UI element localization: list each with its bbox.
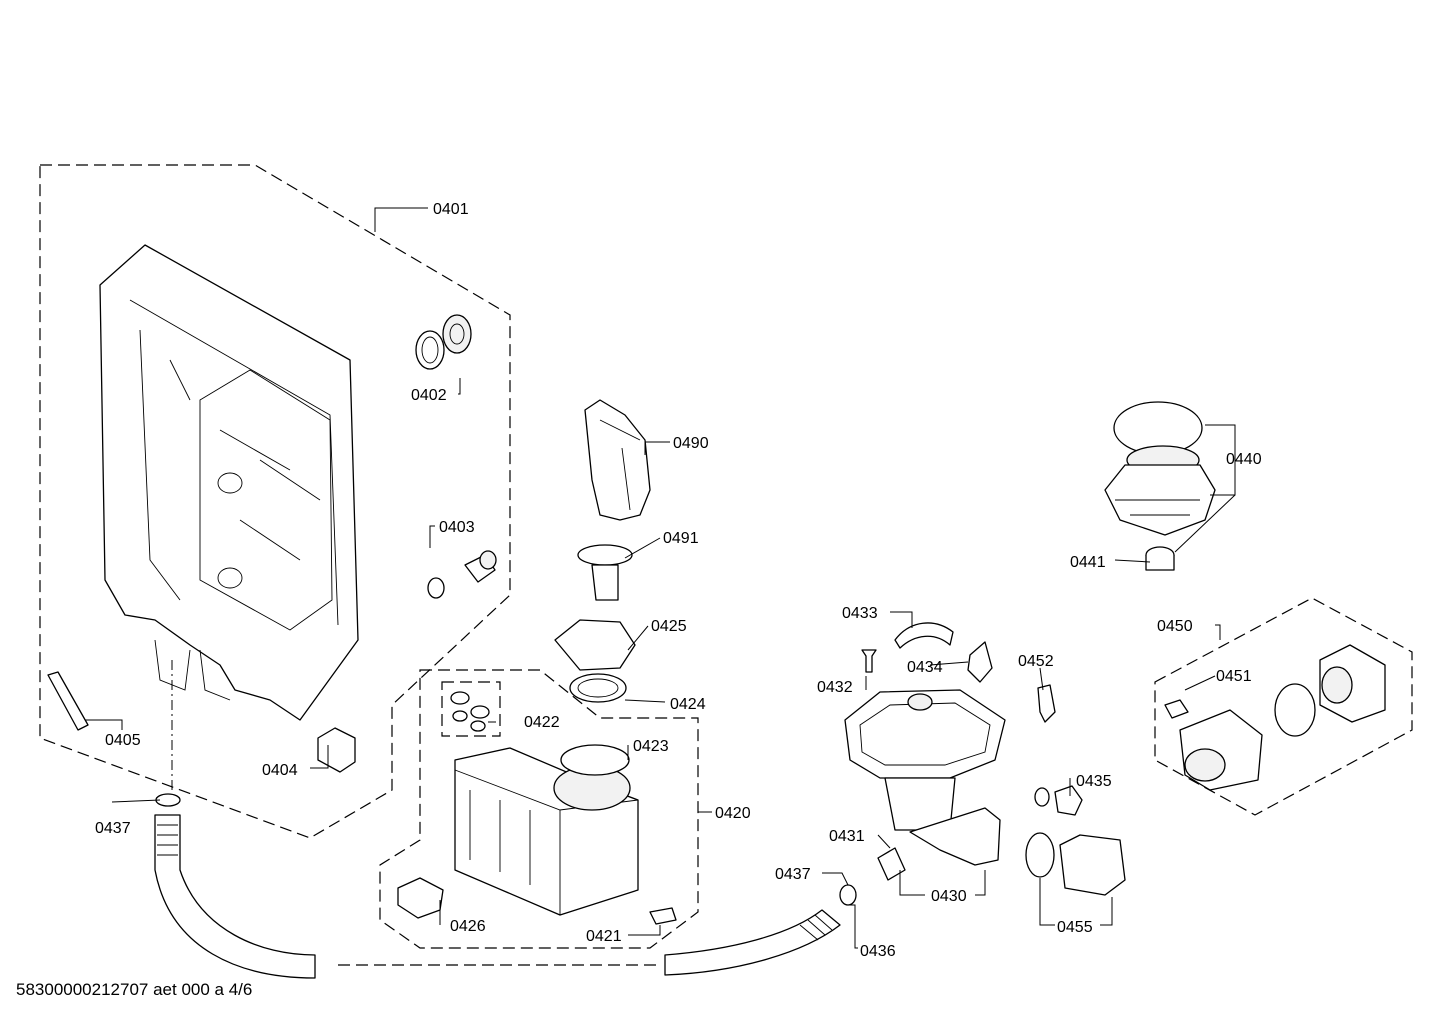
- gasket-0423-part: [560, 744, 630, 776]
- hose-0436-part: [664, 909, 841, 976]
- callout-0423: 0423: [633, 738, 669, 755]
- callout-0436: 0436: [860, 943, 896, 960]
- callout-0491: 0491: [663, 530, 699, 547]
- callout-0435: 0435: [1076, 773, 1112, 790]
- sensor-0404-part: [317, 727, 356, 773]
- ring-0424-part: [569, 673, 627, 703]
- softener-0420-part: [454, 747, 639, 916]
- pump-0455-part: [1059, 834, 1126, 896]
- callout-0402: 0402: [411, 387, 447, 404]
- ring-0402-part: [415, 330, 445, 370]
- clip-0421-part: [649, 907, 677, 925]
- bracket-0433-part: [894, 622, 954, 649]
- drain-hose-part: [154, 814, 316, 979]
- heater-0440-part: [1104, 401, 1216, 536]
- callout-0433: 0433: [842, 605, 878, 622]
- callout-0424: 0424: [670, 696, 706, 713]
- callout-0421: 0421: [586, 928, 622, 945]
- group-0450-outline: [1154, 597, 1413, 816]
- callout-0404: 0404: [262, 762, 298, 779]
- callout-0451: 0451: [1216, 668, 1252, 685]
- clip-0434-part: [967, 641, 993, 683]
- leader-lines: [85, 207, 1236, 949]
- fitting-0431-part: [877, 847, 906, 881]
- base-plate-part: [99, 244, 359, 721]
- callout-0426: 0426: [450, 918, 486, 935]
- callout-0422: 0422: [524, 714, 560, 731]
- oring-0435-part: [1034, 787, 1050, 807]
- callout-0431: 0431: [829, 828, 865, 845]
- sump-0430-part: [844, 689, 1006, 866]
- sensor-0441-part: [1145, 546, 1175, 571]
- callout-0440: 0440: [1226, 451, 1262, 468]
- sensor-0426-part: [397, 877, 444, 919]
- callout-0434: 0434: [907, 659, 943, 676]
- callout-0441: 0441: [1070, 554, 1106, 571]
- callout-0403: 0403: [439, 519, 475, 536]
- screw-0432-part: [861, 649, 877, 673]
- lid-0425-part: [554, 619, 636, 671]
- callout-0452: 0452: [1018, 653, 1054, 670]
- oring-0437-b-part: [839, 884, 857, 906]
- callout-0450: 0450: [1157, 618, 1193, 635]
- callout-0420: 0420: [715, 805, 751, 822]
- valve-0435-part: [1054, 785, 1083, 816]
- group-0420-outline: [379, 669, 699, 949]
- grommets-0422-part: [450, 691, 490, 732]
- callout-0401: 0401: [433, 201, 469, 218]
- callout-0425: 0425: [651, 618, 687, 635]
- cap-0402-part: [442, 314, 472, 354]
- callout-0430: 0430: [931, 888, 967, 905]
- jug-0490-part: [584, 399, 651, 521]
- callout-0490: 0490: [673, 435, 709, 452]
- callout-0437-right: 0437: [775, 866, 811, 883]
- ring-0455-part: [1025, 832, 1055, 878]
- clamp-0451-part: [1164, 699, 1189, 719]
- callout-0437-left: 0437: [95, 820, 131, 837]
- group-0422-outline: [441, 681, 501, 737]
- circulation-pump-0450-part: [1179, 644, 1386, 791]
- callout-0432: 0432: [817, 679, 853, 696]
- clip-0452-part: [1037, 684, 1056, 723]
- valve-0403-part: [427, 550, 497, 599]
- callout-0455: 0455: [1057, 919, 1093, 936]
- callout-labels: 0401 0402 0403 0404 0405 0437 0490 0491 …: [95, 201, 1262, 960]
- funnel-0491-part: [577, 544, 633, 601]
- clip-0405-part: [47, 671, 89, 731]
- callout-0405: 0405: [105, 732, 141, 749]
- drawing-reference-footer: 58300000212707 aet 000 a 4/6: [16, 980, 253, 999]
- group-0401-outline: [39, 164, 511, 839]
